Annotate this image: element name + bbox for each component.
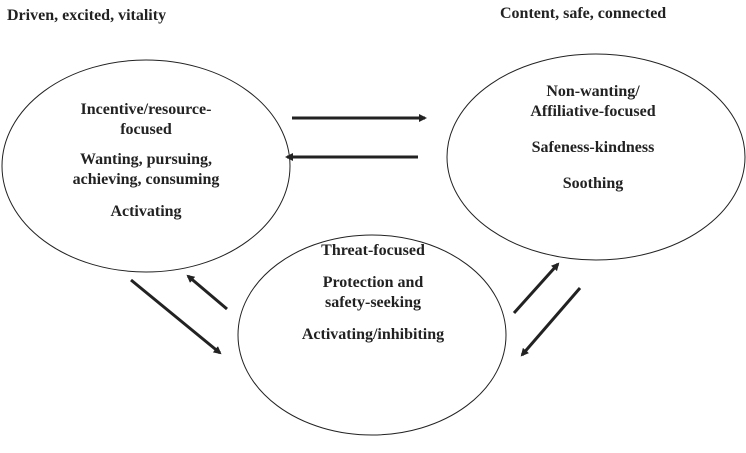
soothing-line: Soothing [562,175,624,192]
drive-line: achieving, consuming [72,171,220,188]
drive-line: focused [120,121,172,138]
arrow-drive-to-threat [130,278,222,355]
drive-line: Wanting, pursuing, [79,151,213,168]
threat-line: Activating/inhibiting [301,326,445,343]
drive-line: Activating [110,203,182,220]
header-soothing: Content, safe, connected [500,5,667,22]
threat-line: safety-seeking [325,294,421,311]
drive-line: Incentive/resource- [80,101,212,118]
drive-ellipse [1,59,291,273]
threat-ellipse [237,234,507,436]
threat-label: Threat-focused Protection and safety-see… [302,241,444,345]
soothing-line: Safeness-kindness [531,139,655,156]
arrow-soothing-to-threat [520,287,582,357]
threat-line: Protection and [322,274,424,291]
drive-label: Incentive/resource- focused Wanting, pur… [73,100,220,222]
soothing-label: Non-wanting/ Affiliative-focused Safenes… [530,82,655,194]
arrow-threat-to-drive [186,274,228,311]
threat-line: Threat-focused [321,242,425,259]
soothing-line: Affiliative-focused [530,103,656,120]
soothing-line: Non-wanting/ [546,83,640,100]
soothing-ellipse [446,53,746,261]
arrow-threat-to-soothing [512,262,560,315]
header-drive: Driven, excited, vitality [7,7,167,24]
